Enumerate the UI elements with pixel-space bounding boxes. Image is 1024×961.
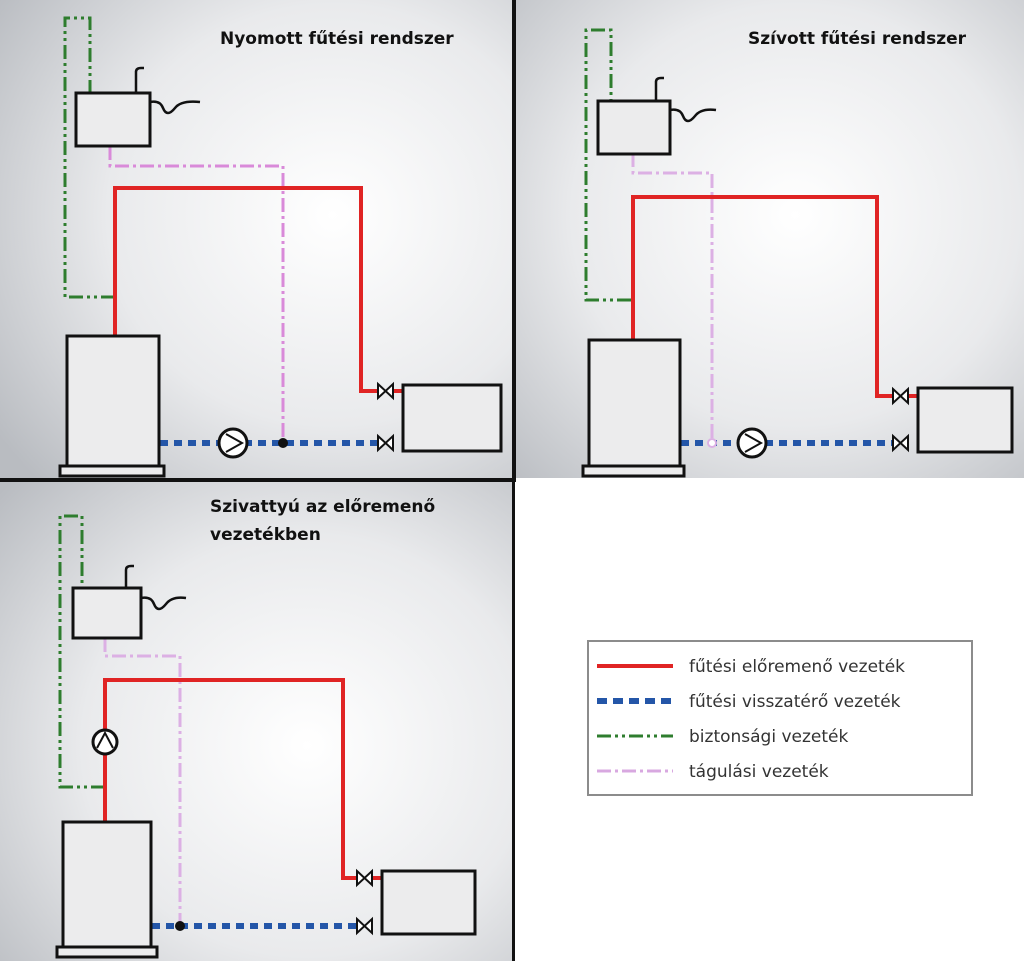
frame-divider-bottom-vertical bbox=[512, 482, 515, 961]
panel-title-suction: Szívott fűtési rendszer bbox=[748, 29, 967, 49]
flow-circulation-pump bbox=[91, 728, 119, 756]
flow-line bbox=[113, 186, 378, 393]
radiator-valve-bottom bbox=[377, 433, 394, 453]
legend-label-safety: biztonsági vezeték bbox=[689, 727, 849, 747]
circulation-pump bbox=[217, 427, 249, 459]
radiator bbox=[916, 386, 1014, 454]
radiator-valve-top bbox=[892, 386, 909, 406]
radiator bbox=[380, 869, 477, 936]
pump-arrow-icon bbox=[744, 433, 764, 453]
boiler-base bbox=[55, 945, 159, 959]
safety-line bbox=[63, 16, 115, 299]
tank-vent-pipe bbox=[134, 66, 144, 93]
tank-overflow-pipe bbox=[149, 100, 201, 115]
panel-title-flow-pump-line2: vezetékben bbox=[210, 525, 321, 545]
frame-divider-vertical bbox=[512, 0, 516, 482]
panel-suction-system: Szívott fűtési rendszer bbox=[516, 0, 1024, 478]
safety-line bbox=[58, 514, 105, 789]
panel-pressed-system: Nyomott fűtési rendszer bbox=[0, 0, 512, 478]
radiator-valve-bottom bbox=[892, 433, 909, 453]
flow-pump-system-schematic bbox=[0, 482, 512, 961]
expansion-line bbox=[631, 153, 714, 443]
boiler-base bbox=[58, 464, 166, 478]
tank-overflow-pipe bbox=[669, 108, 717, 123]
legend-item-safety: biztonsági vezeték bbox=[589, 724, 971, 754]
radiator-valve-top bbox=[377, 381, 394, 401]
pressed-system-schematic bbox=[0, 0, 512, 478]
legend-item-return: fűtési visszatérő vezeték bbox=[589, 689, 971, 719]
pump-arrow-icon bbox=[96, 730, 114, 749]
tank-vent-pipe bbox=[124, 564, 134, 588]
expansion-line bbox=[108, 146, 285, 443]
boiler bbox=[65, 334, 161, 468]
frame-divider-horizontal bbox=[0, 478, 516, 482]
tank-overflow-pipe bbox=[140, 596, 187, 611]
panel-flow-pump-system: Szivattyú az előremenő vezetékben bbox=[0, 482, 512, 961]
legend-item-expansion: tágulási vezeték bbox=[589, 759, 971, 789]
panel-title-pressed: Nyomott fűtési rendszer bbox=[220, 29, 454, 49]
legend: fűtési előremenő vezeték fűtési visszaté… bbox=[587, 640, 973, 796]
panel-title-flow-pump-line1: Szivattyú az előremenő bbox=[210, 497, 436, 517]
radiator-valve-top bbox=[356, 868, 373, 888]
safety-line bbox=[584, 28, 631, 302]
expansion-tank bbox=[596, 99, 672, 156]
legend-item-flow: fűtési előremenő vezeték bbox=[589, 654, 971, 684]
boiler bbox=[61, 820, 153, 949]
legend-label-expansion: tágulási vezeték bbox=[689, 762, 829, 782]
suction-system-schematic bbox=[516, 0, 1024, 478]
expansion-line bbox=[103, 638, 182, 926]
legend-label-flow: fűtési előremenő vezeték bbox=[689, 657, 905, 677]
legend-swatch-flow bbox=[597, 664, 673, 668]
boiler bbox=[587, 338, 682, 468]
pump-arrow-icon bbox=[225, 433, 245, 453]
flow-line bbox=[103, 678, 357, 880]
expansion-junction bbox=[278, 438, 288, 448]
legend-label-return: fűtési visszatérő vezeték bbox=[689, 692, 901, 712]
expansion-junction bbox=[707, 438, 717, 448]
tank-vent-pipe bbox=[654, 76, 664, 101]
expansion-tank bbox=[71, 586, 143, 640]
legend-swatch-expansion bbox=[597, 769, 673, 773]
legend-swatch-safety bbox=[597, 734, 673, 738]
boiler-base bbox=[581, 464, 686, 478]
circulation-pump bbox=[736, 427, 768, 459]
expansion-tank bbox=[74, 91, 152, 148]
expansion-junction bbox=[175, 921, 185, 931]
legend-swatch-return bbox=[597, 698, 673, 704]
flow-line bbox=[631, 195, 893, 398]
radiator-valve-bottom bbox=[356, 916, 373, 936]
radiator bbox=[401, 383, 503, 453]
